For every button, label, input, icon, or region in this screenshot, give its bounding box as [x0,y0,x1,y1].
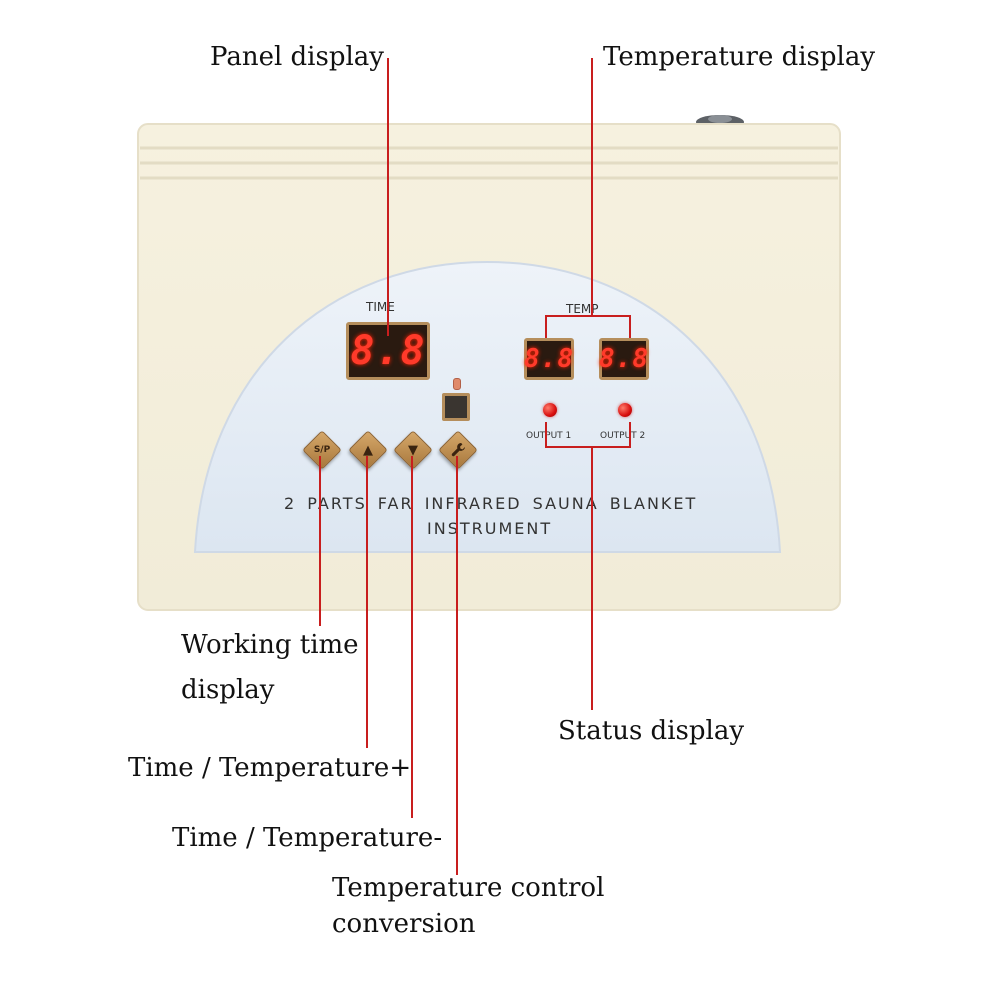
output-2-led [618,403,632,417]
output-2-label: OUTPUT 2 [600,431,646,441]
wrench-button[interactable] [438,430,478,470]
up-arrow-icon: ▲ [363,442,373,458]
product-name-line2: INSTRUMENT [427,519,553,538]
callout-temperature-display: Temperature display [603,42,876,72]
callout-temp-control-line2: conversion [332,909,476,939]
sp-button[interactable]: S/P [302,430,342,470]
power-button[interactable] [442,393,470,421]
callout-temp-control-line1: Temperature control [332,873,605,903]
indicator-light [453,378,461,390]
output-1-led [543,403,557,417]
callout-panel-display: Panel display [210,42,384,72]
temp-display-2: 8.8 [599,338,649,380]
down-arrow-icon: ▼ [408,442,418,458]
product-name-line1: 2 PARTS FAR INFRARED SAUNA BLANKET [284,494,698,513]
temp-display-1: 8.8 [524,338,574,380]
front-panel [193,260,782,553]
temp-label: TEMP [566,302,599,316]
callout-time-temp-minus: Time / Temperature- [172,823,443,853]
callout-status-display: Status display [558,716,745,746]
time-label: TIME [366,300,395,314]
callout-working-time-line2: display [181,675,275,705]
time-display: 8.8 [346,322,430,380]
callout-time-temp-plus: Time / Temperature+ [128,753,412,783]
sp-button-label: S/P [313,445,331,455]
up-button[interactable]: ▲ [348,430,388,470]
output-1-label: OUTPUT 1 [526,431,572,441]
callout-working-time-line1: Working time [181,630,359,660]
down-button[interactable]: ▼ [393,430,433,470]
wrench-icon [451,443,465,457]
